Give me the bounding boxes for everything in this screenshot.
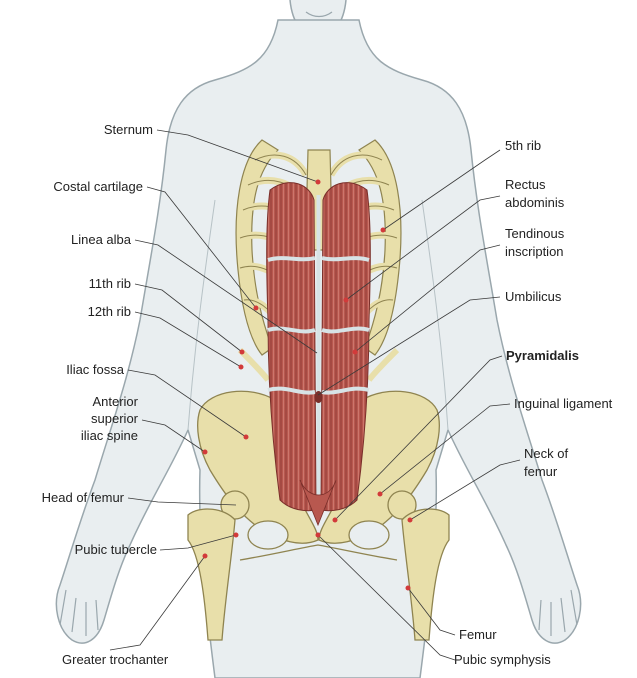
label-greater-trochanter: Greater trochanter [62, 652, 169, 667]
label-head-of-femur: Head of femur [42, 490, 125, 505]
label-iliac-fossa: Iliac fossa [66, 362, 125, 377]
label-tendinous-line1: Tendinous [505, 226, 565, 241]
label-rectus-line1: Rectus [505, 177, 546, 192]
label-neck-line1: Neck of [524, 446, 568, 461]
label-pubic-tubercle: Pubic tubercle [75, 542, 157, 557]
label-inguinal-ligament: Inguinal ligament [514, 396, 613, 411]
label-costal-cartilage: Costal cartilage [53, 179, 143, 194]
label-asis-line1: Anterior [92, 394, 138, 409]
label-asis-line2: superior [91, 411, 139, 426]
label-12th-rib: 12th rib [88, 304, 131, 319]
label-neck-line2: femur [524, 464, 558, 479]
label-pyramidalis: Pyramidalis [506, 348, 579, 363]
label-5th-rib: 5th rib [505, 138, 541, 153]
label-11th-rib: 11th rib [89, 276, 131, 291]
label-asis-line3: iliac spine [81, 428, 138, 443]
label-sternum: Sternum [104, 122, 153, 137]
label-pubic-symphysis: Pubic symphysis [454, 652, 551, 667]
label-rectus-line2: abdominis [505, 195, 565, 210]
label-linea-alba: Linea alba [71, 232, 132, 247]
label-umbilicus: Umbilicus [505, 289, 562, 304]
label-tendinous-line2: inscription [505, 244, 564, 259]
label-femur: Femur [459, 627, 497, 642]
